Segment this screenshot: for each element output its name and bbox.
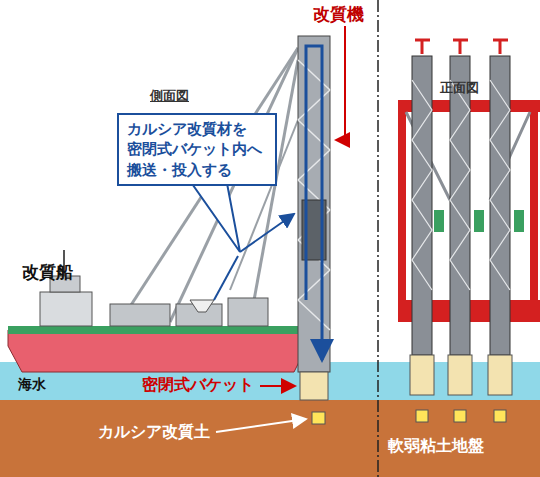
ship	[8, 250, 300, 372]
part-name: 改質機	[313, 4, 364, 24]
leader-lines	[216, 26, 345, 432]
callout-box: カルシア改質材を 密閉式バケット内へ 搬送・投入する	[117, 113, 277, 186]
view-title: 側面図	[150, 88, 189, 104]
part-name: カルシア改質土	[98, 422, 210, 441]
area-name: 海水	[18, 376, 46, 393]
area-name: 軟弱粘土地盤	[388, 436, 484, 455]
center-line	[377, 0, 379, 477]
side-tower	[298, 36, 330, 424]
flow-arrows	[188, 46, 322, 360]
view-title: 正面図	[440, 80, 479, 96]
front-view	[398, 40, 540, 422]
part-name: 改質船	[22, 262, 73, 282]
part-name: 密閉式バケット	[142, 375, 254, 394]
callout-text: カルシア改質材を 密閉式バケット内へ 搬送・投入する	[127, 119, 267, 180]
